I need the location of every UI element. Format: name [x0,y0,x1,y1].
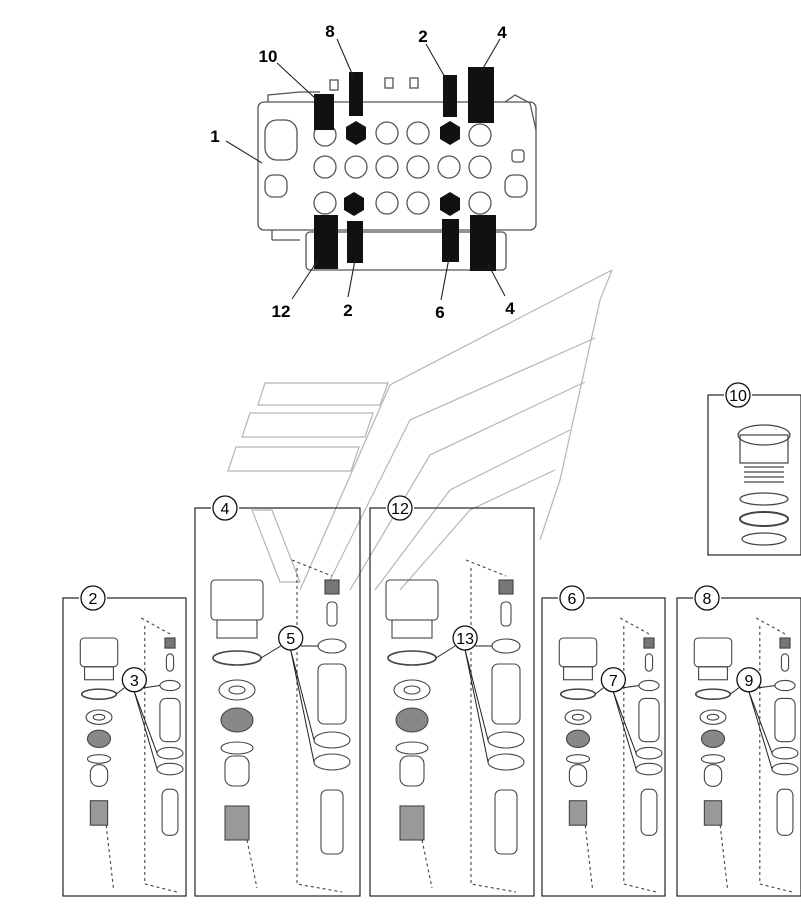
valve-block [257,77,537,271]
panel-12-parts [385,559,525,893]
panel-4: 45 [194,495,361,897]
panel-12-seal-kit-circle [452,625,478,651]
panel-4-parts [210,559,351,893]
callout-12: 12 [272,302,291,321]
panel-2-seal-kit-callout: 3 [115,667,160,770]
panel-8-seal-kit-label: 9 [744,673,753,690]
panel-8: 89 [676,585,801,897]
panel-10-parts [737,424,791,546]
panel-6-parts [558,617,663,893]
callout-6: 6 [435,303,444,322]
panel-2-parts [79,617,184,893]
panel-12-label: 12 [391,501,409,518]
panel-2-frame [62,597,187,897]
panel-12-seal-kit-callout: 13 [435,625,492,763]
panel-10-label: 10 [729,388,747,405]
panel-10: 10 [707,382,801,556]
panel-8-seal-kit-circle [736,667,762,693]
panel-2-seal-kit-label: 3 [130,673,139,690]
panel-8-label: 8 [703,591,712,608]
panel-8-seal-kit-callout: 9 [729,667,775,770]
panel-4-seal-kit-callout: 5 [260,625,318,763]
panel-4-label: 4 [221,501,230,518]
leader-lines [225,38,506,301]
callout-labels: 1 10 8 2 4 12 2 6 4 [210,22,515,322]
panel-12: 12 13 [369,495,535,897]
panel-10-label-circle [725,382,751,408]
panel-2-label-circle [80,585,106,611]
panel-2-seal-kit-circle [121,667,147,693]
panel-8-parts [693,617,799,893]
callout-1: 1 [210,127,219,146]
panel-4-seal-kit-label: 5 [286,631,295,648]
panel-4-seal-kit-circle [278,625,304,651]
panel-2: 23 [62,585,187,897]
callout-2-bottom: 2 [343,301,352,320]
panel-6-seal-kit-circle [600,667,626,693]
panel-12-label-circle [387,495,413,521]
callout-10: 10 [259,47,278,66]
panel-2-label: 2 [89,591,98,608]
panel-4-label-circle [212,495,238,521]
panel-6-label-circle [559,585,585,611]
panel-4-frame [194,507,361,897]
callout-4-bottom: 4 [505,299,515,318]
panel-12-frame [369,507,535,897]
callout-8: 8 [325,22,334,41]
panel-10-frame [707,394,801,556]
callout-2-top: 2 [418,27,427,46]
panel-6-seal-kit-callout: 7 [594,667,639,770]
panel-8-label-circle [694,585,720,611]
panel-6-seal-kit-label: 7 [609,673,618,690]
panel-6-label: 6 [568,591,577,608]
callout-4-top: 4 [497,23,507,42]
watermark-logo [227,269,613,591]
panel-8-frame [676,597,801,897]
valve-block-fittings [314,67,496,271]
panel-6: 67 [541,585,666,897]
panel-6-frame [541,597,666,897]
panel-12-seal-kit-label: 13 [456,631,474,648]
